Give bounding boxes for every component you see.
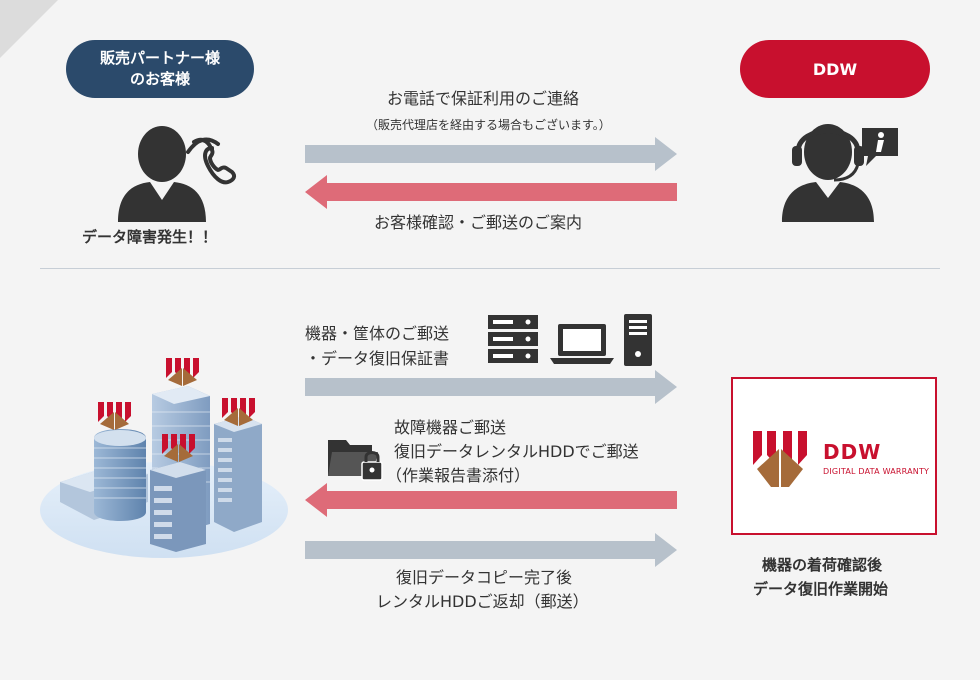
customer-pill: 販売パートナー様 のお客様 <box>66 40 254 98</box>
arrow-return-rental <box>305 533 677 567</box>
logo-subtitle: DIGITAL DATA WARRANTY <box>823 467 930 476</box>
ddw-logo <box>753 431 807 487</box>
send-label-line2: ・データ復旧保証書 <box>305 349 450 368</box>
ddw-caption-line1: 機器の着荷確認後 <box>762 556 883 574</box>
corner-fold <box>0 0 58 58</box>
send-label-line1: 機器・筐体のご郵送 <box>305 324 450 343</box>
server-rack-icon <box>488 315 538 363</box>
logo-name: DDW <box>823 440 882 464</box>
laptop-icon <box>550 324 614 364</box>
customer-pill-line1: 販売パートナー様 <box>99 49 220 67</box>
ddw-logo-box: DDW DIGITAL DATA WARRANTY <box>731 377 937 535</box>
arrow-to-customer <box>305 175 677 209</box>
arrow-to-ddw <box>305 137 677 171</box>
office-buildings-icon <box>40 358 288 558</box>
customer-pill-line2: のお客様 <box>129 70 190 88</box>
arrow1-note: （販売代理店を経由する場合もございます。） <box>366 118 611 132</box>
return-label-line3: （作業報告書添付） <box>386 466 531 485</box>
person-phone-icon <box>118 126 237 222</box>
final-label-line1: 復旧データコピー完了後 <box>396 568 573 587</box>
ddw-flag-marks <box>98 358 255 462</box>
ddw-caption-line2: データ復旧作業開始 <box>753 580 889 598</box>
arrow2-label: お客様確認・ご郵送のご案内 <box>374 213 583 232</box>
ddw-pill-label: DDW <box>812 59 858 79</box>
locked-folder-icon <box>328 440 383 481</box>
customer-caption: データ障害発生！！ <box>82 228 218 246</box>
desktop-tower-icon <box>624 314 652 366</box>
ddw-pill: DDW <box>740 40 930 98</box>
operator-headset-icon <box>782 124 874 222</box>
return-label-line1: 故障機器ご郵送 <box>394 418 507 437</box>
return-label-line2: 復旧データレンタルHDDでご郵送 <box>394 442 639 461</box>
info-bubble-icon <box>862 128 898 166</box>
arrow-return-hdd <box>305 483 677 517</box>
section-divider <box>40 268 940 269</box>
arrow1-label: お電話で保証利用のご連絡 <box>387 89 580 108</box>
final-label-line2: レンタルHDDご返却（郵送） <box>376 592 589 611</box>
arrow-ship-device <box>305 370 677 404</box>
